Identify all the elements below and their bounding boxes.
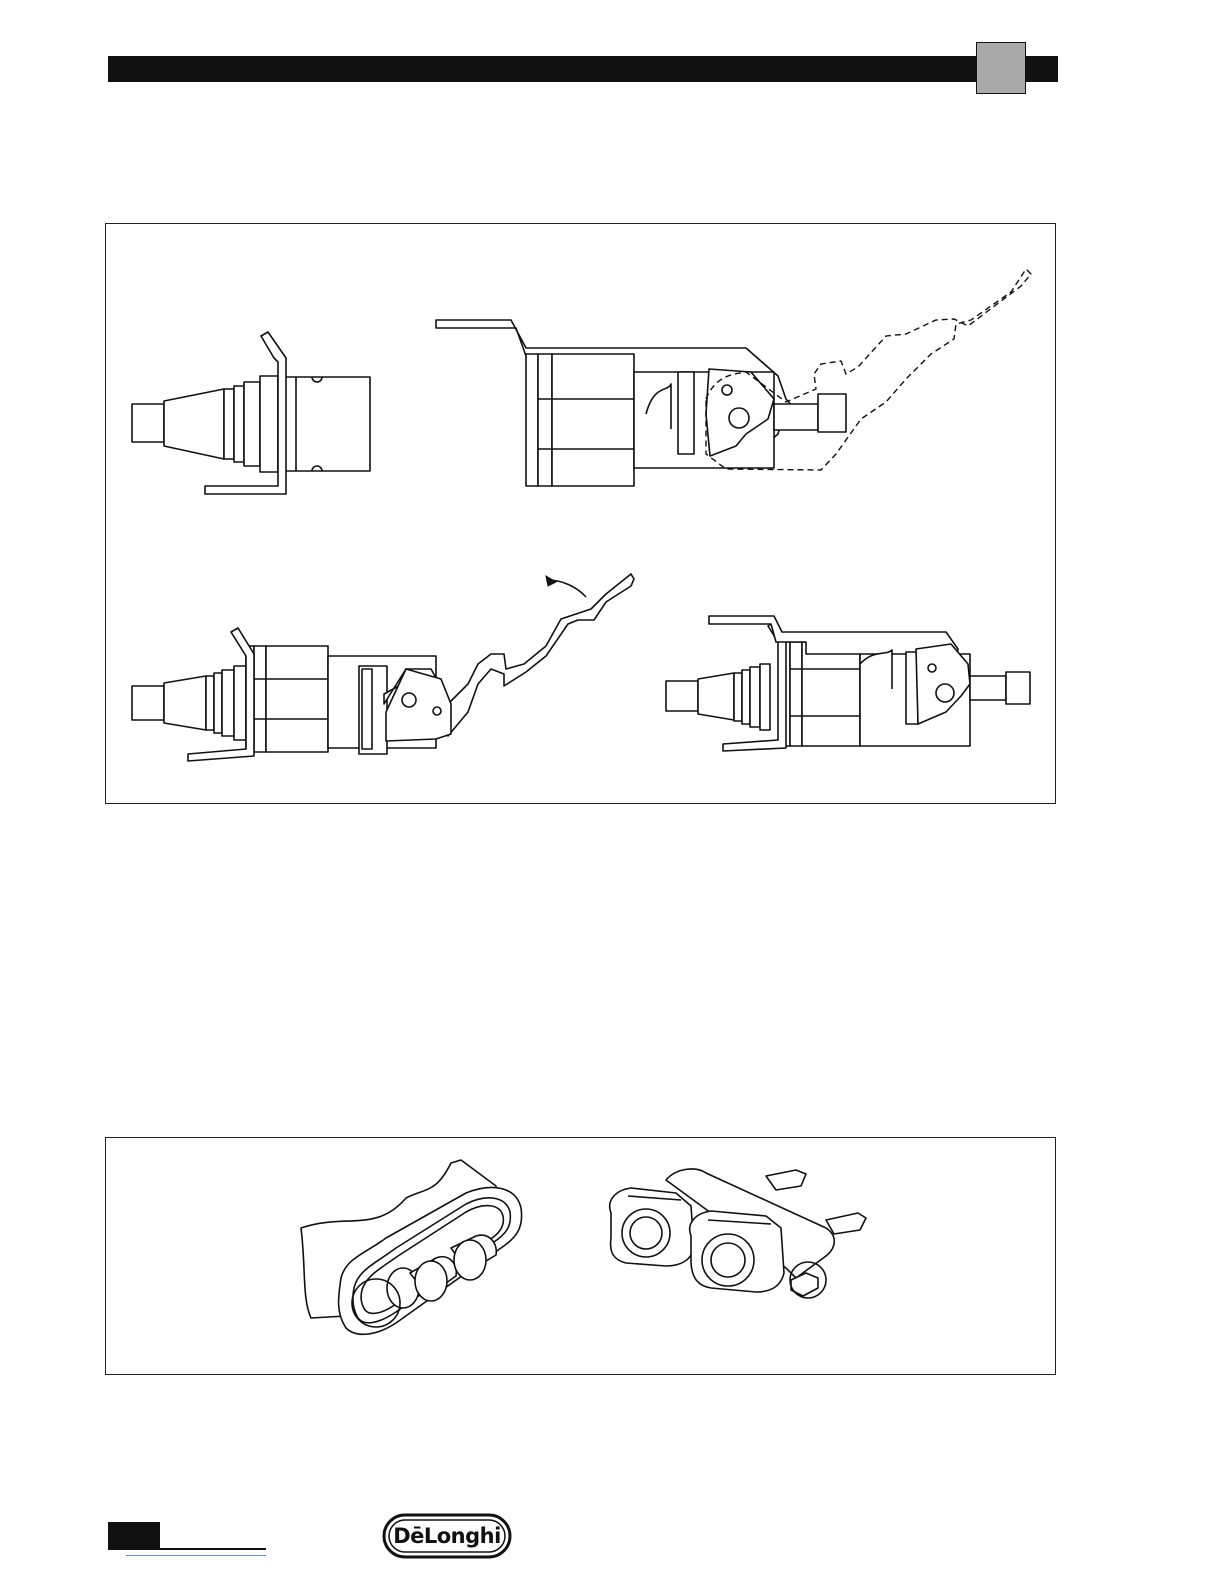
- switch-side-view: [132, 332, 370, 494]
- plug-connector: [610, 1169, 866, 1298]
- connector-drawing: [106, 1138, 1057, 1376]
- socket-connector: [301, 1160, 522, 1334]
- header-tab: [976, 42, 1026, 94]
- delonghi-logo: DēLonghi: [382, 1511, 512, 1561]
- switch-lever-view: [436, 269, 1031, 486]
- lever-lift-view: [132, 574, 634, 761]
- lever-switch-figure: [105, 223, 1056, 804]
- lever-switch-drawing: [106, 224, 1057, 805]
- header-bar: [108, 56, 1058, 82]
- footer-link-line: [126, 1555, 266, 1556]
- logo-text: DēLonghi: [382, 1511, 512, 1561]
- page-number-block: [108, 1522, 160, 1548]
- assembled-switch-view: [666, 616, 1030, 751]
- connector-figure: [105, 1137, 1056, 1375]
- footer-rule: [108, 1548, 266, 1550]
